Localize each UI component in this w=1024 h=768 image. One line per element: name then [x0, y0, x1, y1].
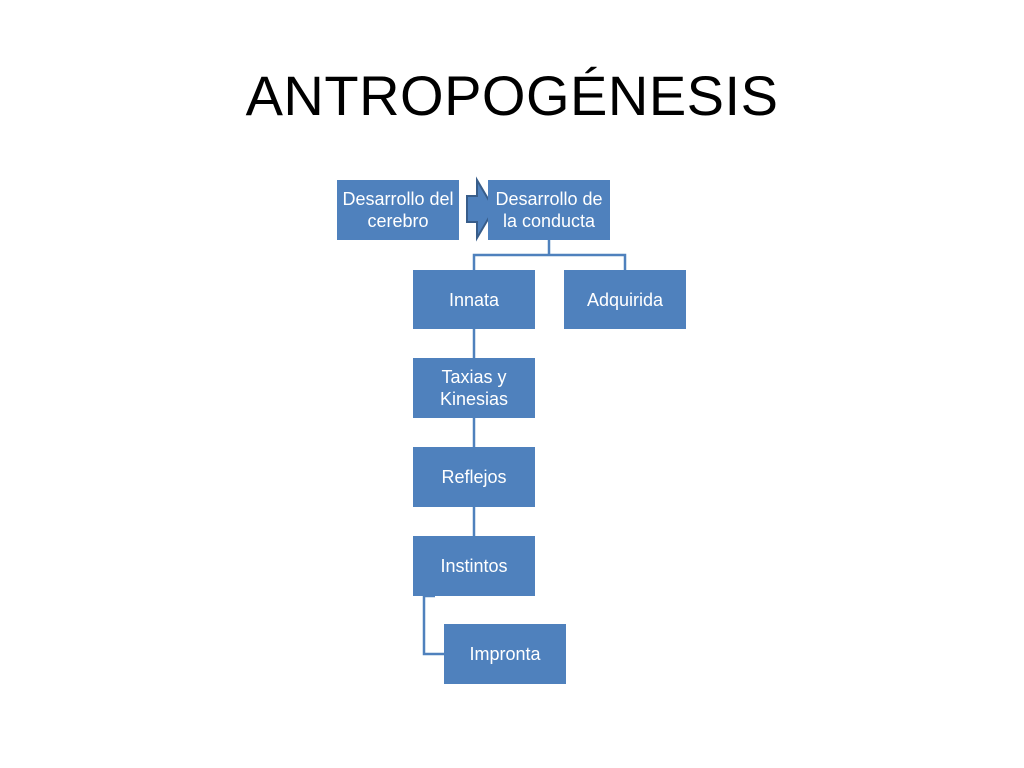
box-instintos-label: Instintos	[440, 556, 508, 576]
box-reflejos: Reflejos	[413, 447, 535, 507]
box-instintos: Instintos	[413, 536, 535, 596]
box-impronta: Impronta	[444, 624, 566, 684]
box-desarrollo-cerebro-label: Desarrollo del cerebro	[342, 189, 454, 231]
box-adquirida: Adquirida	[564, 270, 686, 329]
box-impronta-label: Impronta	[469, 644, 541, 664]
box-desarrollo-conducta: Desarrollo de la conducta	[488, 180, 610, 240]
connector-conducta-branches	[472, 240, 627, 270]
box-innata-label: Innata	[448, 289, 500, 310]
box-taxias-kinesias: Taxias y Kinesias	[413, 358, 535, 418]
connector-instintos-impronta	[422, 594, 444, 656]
slide-title: ANTROPOGÉNESIS	[245, 64, 779, 127]
box-desarrollo-conducta-label: Desarrollo de la conducta	[495, 189, 603, 231]
box-innata: Innata	[413, 270, 535, 329]
box-desarrollo-cerebro: Desarrollo del cerebro	[337, 180, 459, 240]
box-adquirida-label: Adquirida	[586, 289, 664, 310]
box-taxias-kinesias-label: Taxias y Kinesias	[439, 367, 509, 409]
right-arrow-icon	[466, 176, 496, 242]
box-reflejos-label: Reflejos	[441, 467, 507, 487]
